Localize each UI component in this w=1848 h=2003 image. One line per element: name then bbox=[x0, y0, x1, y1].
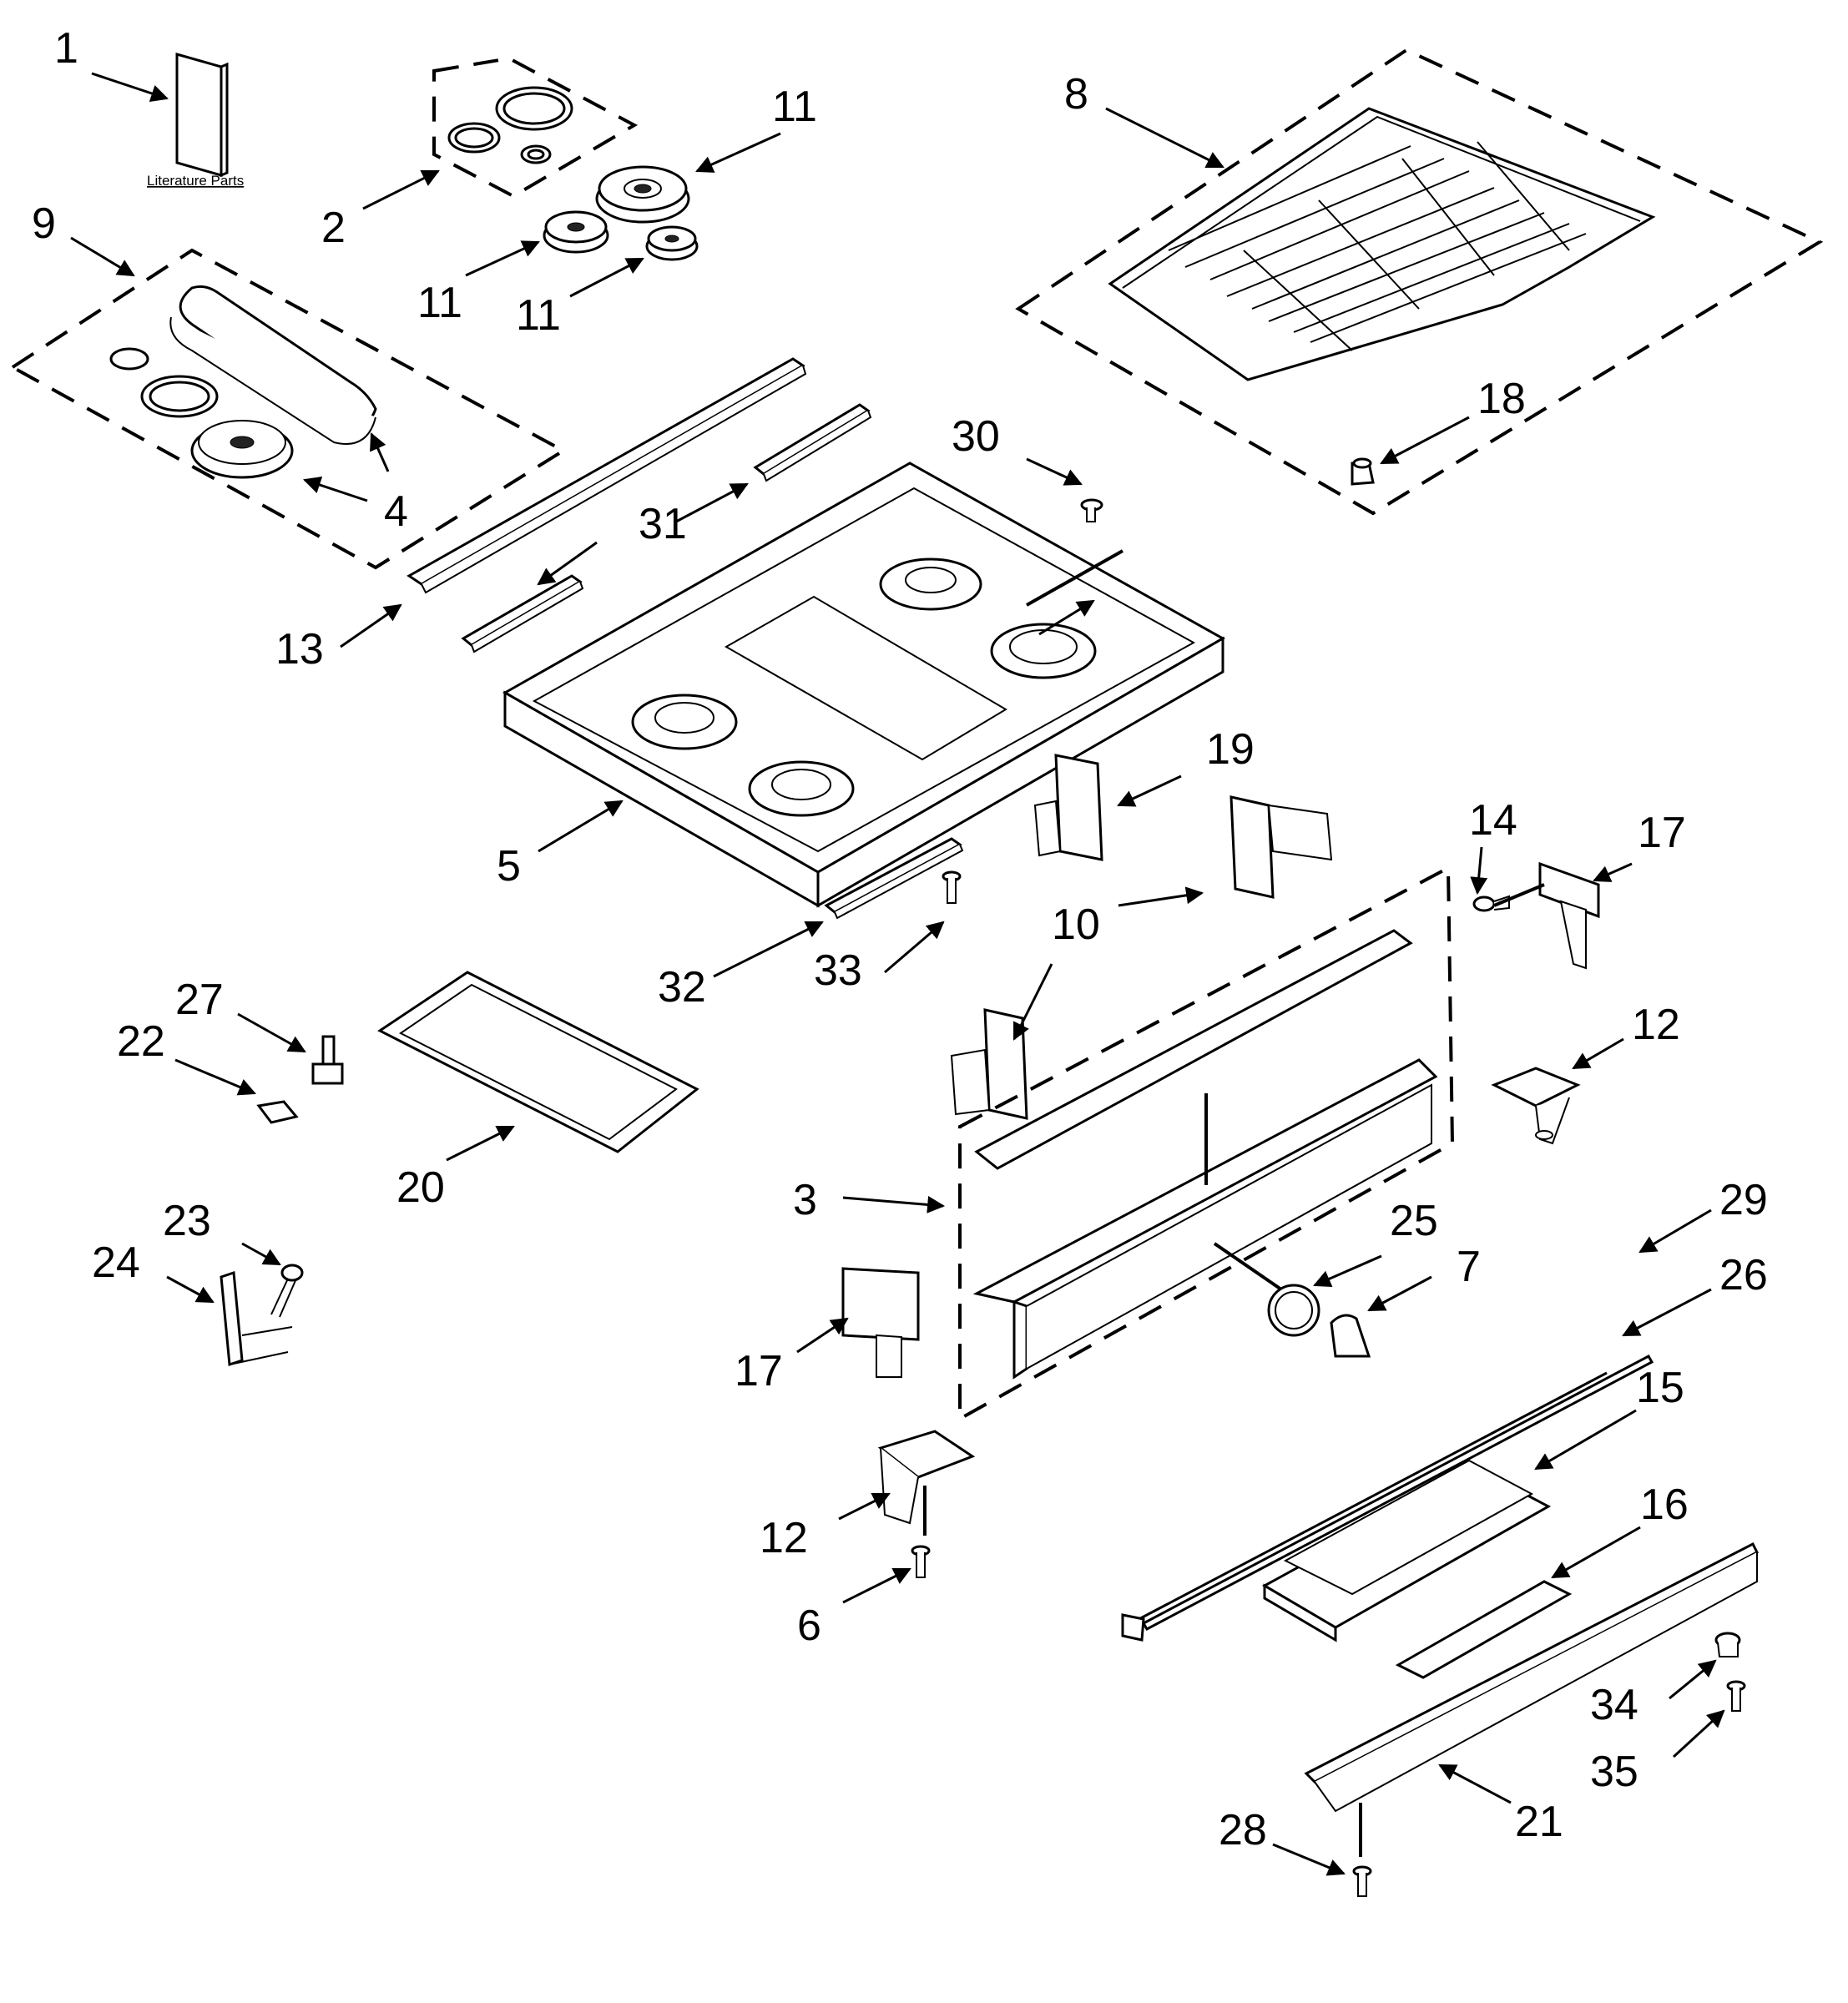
callout-26: 26 bbox=[1719, 1251, 1768, 1299]
callout-15: 15 bbox=[1636, 1364, 1684, 1412]
surface-burner-small bbox=[645, 225, 699, 261]
callout-33: 33 bbox=[814, 946, 862, 995]
screw-33 bbox=[942, 870, 962, 904]
electrode-23 bbox=[270, 1264, 304, 1318]
callout-2: 2 bbox=[321, 204, 346, 252]
clip-22 bbox=[256, 1100, 299, 1124]
callout-17-top: 17 bbox=[1638, 809, 1686, 857]
screw-14 bbox=[1472, 895, 1510, 912]
cooktop-grates bbox=[1015, 48, 1824, 516]
callout-11-top: 11 bbox=[772, 83, 817, 131]
callout-12-top: 12 bbox=[1632, 1001, 1680, 1049]
literature-part: Literature Parts bbox=[147, 53, 244, 189]
callout-7: 7 bbox=[1457, 1243, 1481, 1291]
callout-34: 34 bbox=[1590, 1681, 1638, 1729]
surface-burner-medium bbox=[543, 210, 609, 254]
callout-30: 30 bbox=[952, 412, 1000, 461]
trim-rail bbox=[406, 357, 807, 594]
callout-13: 13 bbox=[275, 625, 324, 674]
callout-6: 6 bbox=[797, 1602, 821, 1650]
literature-label: Literature Parts bbox=[147, 173, 244, 189]
grate-foot bbox=[1351, 457, 1375, 486]
control-panel-group bbox=[958, 865, 1455, 1422]
callout-20: 20 bbox=[396, 1163, 445, 1212]
callout-22: 22 bbox=[117, 1017, 165, 1066]
callout-18: 18 bbox=[1477, 375, 1526, 423]
callout-9: 9 bbox=[32, 199, 56, 248]
callout-35: 35 bbox=[1590, 1748, 1638, 1796]
callout-11-left: 11 bbox=[417, 279, 462, 327]
switch-upper bbox=[1538, 861, 1600, 970]
screw-35 bbox=[1726, 1680, 1746, 1712]
callout-8: 8 bbox=[1064, 70, 1088, 119]
callout-17-bottom: 17 bbox=[735, 1347, 783, 1395]
cooktop-main-top bbox=[502, 462, 1226, 908]
wire-26 bbox=[1121, 1371, 1608, 1642]
simmer-plate-kit-group bbox=[9, 248, 567, 570]
bracket-24 bbox=[220, 1270, 293, 1367]
hinge-bracket-lower bbox=[877, 1430, 976, 1536]
knob-7 bbox=[1330, 1314, 1371, 1358]
callout-16: 16 bbox=[1640, 1481, 1689, 1529]
surface-burner-large bbox=[595, 165, 690, 224]
callout-12-bottom: 12 bbox=[760, 1514, 808, 1562]
bracket-front bbox=[461, 574, 584, 653]
callout-23: 23 bbox=[163, 1197, 211, 1245]
hinge-bracket-upper bbox=[1491, 1067, 1581, 1145]
screw-6 bbox=[911, 1545, 931, 1578]
switch-lower bbox=[841, 1267, 920, 1378]
callout-10: 10 bbox=[1052, 901, 1100, 949]
callout-29: 29 bbox=[1719, 1176, 1768, 1224]
callout-14: 14 bbox=[1469, 796, 1517, 845]
burner-cap-rings-group bbox=[432, 56, 639, 199]
rod-29 bbox=[1141, 1354, 1654, 1632]
callout-32: 32 bbox=[658, 963, 706, 1012]
screw-30 bbox=[1080, 498, 1103, 522]
side-bracket-10-upper bbox=[1229, 795, 1333, 899]
callout-24: 24 bbox=[92, 1239, 140, 1287]
callout-1: 1 bbox=[54, 24, 78, 73]
glass-panel bbox=[377, 971, 699, 1153]
control-board bbox=[1261, 1459, 1552, 1642]
callout-labels: 1 2 11 11 11 9 4 8 18 30 31 13 5 32 33 1… bbox=[32, 24, 1768, 1854]
callout-21: 21 bbox=[1515, 1798, 1563, 1846]
callout-4: 4 bbox=[384, 487, 408, 536]
callout-19: 19 bbox=[1206, 725, 1255, 774]
callout-11-right: 11 bbox=[516, 291, 561, 340]
screw-28 bbox=[1352, 1865, 1372, 1897]
callout-5: 5 bbox=[497, 842, 521, 891]
bezel-25 bbox=[1267, 1284, 1320, 1337]
side-bracket-19 bbox=[1033, 754, 1103, 861]
bottom-rail bbox=[1304, 1541, 1760, 1857]
callout-25: 25 bbox=[1390, 1197, 1438, 1245]
leader-arrows bbox=[70, 72, 1725, 1876]
igniter-bracket bbox=[824, 837, 964, 920]
callout-28: 28 bbox=[1219, 1806, 1267, 1854]
callout-3: 3 bbox=[793, 1176, 817, 1224]
grommet-34 bbox=[1714, 1632, 1741, 1657]
board-shield bbox=[1395, 1580, 1573, 1679]
bracket-rear bbox=[753, 403, 872, 482]
callout-31: 31 bbox=[639, 500, 687, 548]
knob-stem-27 bbox=[311, 1035, 344, 1085]
side-bracket-10-lower bbox=[950, 1008, 1028, 1120]
callout-27: 27 bbox=[175, 976, 224, 1024]
